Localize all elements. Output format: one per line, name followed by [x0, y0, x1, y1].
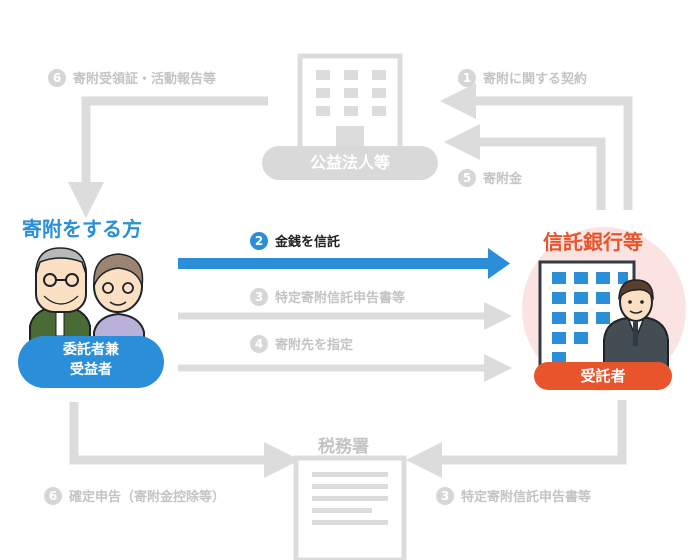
arrow-trust-money: [178, 248, 510, 279]
donor-title: 寄附をする方: [22, 217, 142, 241]
step-6-receipt: 6 寄附受領証・活動報告等: [48, 68, 216, 87]
step-number: 6: [48, 68, 66, 87]
step-6-tax-return: 6 確定申告（寄附金控除等）: [44, 486, 225, 505]
bank-role-badge: 受託者: [580, 367, 626, 385]
corporation-label: 公益法人等: [309, 153, 390, 172]
step-2-trust-money: 2 金銭を信託: [250, 231, 340, 250]
step-text: 確定申告（寄附金控除等）: [69, 490, 226, 505]
step-text: 特定寄附信託申告書等: [461, 490, 592, 505]
arrow-contract: [440, 83, 633, 210]
elderly-man-icon: [29, 247, 91, 341]
step-number: 6: [44, 486, 62, 505]
businessman-icon: [603, 279, 669, 367]
bank-title: 信託銀行等: [543, 230, 643, 254]
step-number: 2: [250, 231, 268, 250]
step-text: 特定寄附信託申告書等: [275, 291, 406, 306]
step-number: 3: [250, 287, 268, 306]
donor-role-badge: 委託者兼 受益者: [18, 340, 164, 380]
arrow-receipt: [68, 96, 268, 218]
step-4-designate: 4 寄附先を指定: [250, 334, 353, 353]
step-text: 寄附先を指定: [275, 338, 354, 353]
step-number: 3: [436, 486, 454, 505]
step-1-contract: 1 寄附に関する契約: [458, 68, 587, 87]
step-number: 5: [458, 168, 476, 187]
step-number: 4: [250, 334, 268, 353]
step-text: 金銭を信託: [275, 235, 341, 250]
step-3-declaration: 3 特定寄附信託申告書等: [250, 287, 405, 306]
step-3-bank-tax: 3 特定寄附信託申告書等: [436, 486, 591, 505]
step-5-donation: 5 寄附金: [458, 168, 522, 187]
donor-role-line2: 受益者: [70, 362, 112, 378]
step-text: 寄附金: [483, 172, 523, 187]
elderly-woman-icon: [93, 253, 145, 345]
arrow-donation: [444, 124, 606, 210]
step-text: 寄附に関する契約: [483, 72, 588, 87]
tax-office-label: 税務署: [318, 437, 369, 457]
step-number: 1: [458, 68, 476, 87]
step-text: 寄附受領証・活動報告等: [73, 72, 217, 87]
document-icon: [293, 455, 407, 560]
building-icon: [262, 53, 438, 180]
arrow-tax-return: [69, 402, 300, 478]
arrow-bank-tax: [406, 400, 627, 478]
donor-role-line1: 委託者兼: [63, 342, 119, 358]
